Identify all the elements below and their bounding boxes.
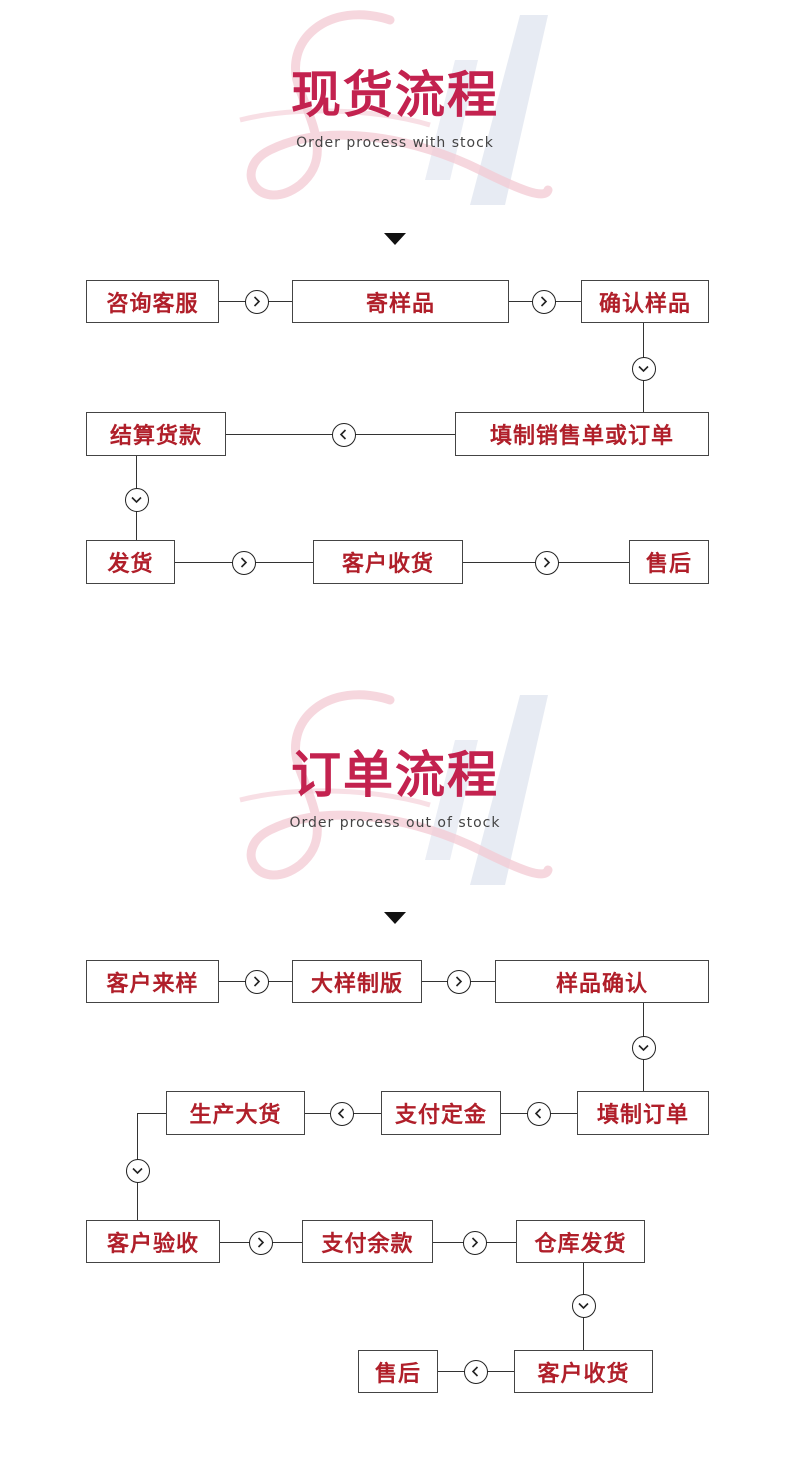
chevron-left-icon — [332, 423, 356, 447]
step-mass-production: 生产大货 — [166, 1091, 305, 1135]
step-customer-sample: 客户来样 — [86, 960, 219, 1003]
step-warehouse-shipping: 仓库发货 — [516, 1220, 645, 1263]
section-subtitle: Order process out of stock — [289, 815, 501, 831]
script-logo-watermark — [239, 690, 553, 885]
chevron-left-icon — [527, 1102, 551, 1126]
script-logo-watermark — [239, 10, 553, 205]
step-pay-deposit: 支付定金 — [381, 1091, 501, 1135]
chevron-right-icon — [532, 290, 556, 314]
step-after-sales: 售后 — [358, 1350, 438, 1393]
order-process-section: 订单流程 Order process out of stock 客户来样 大样制… — [0, 680, 790, 1459]
chevron-right-icon — [232, 551, 256, 575]
step-pay-balance: 支付余款 — [302, 1220, 433, 1263]
step-plate-making: 大样制版 — [292, 960, 422, 1003]
chevron-down-icon — [126, 1159, 150, 1183]
chevron-right-icon — [245, 290, 269, 314]
chevron-right-icon — [245, 970, 269, 994]
step-customer-receipt: 客户收货 — [514, 1350, 653, 1393]
step-fill-sales-order: 填制销售单或订单 — [455, 412, 709, 456]
step-fill-order: 填制订单 — [577, 1091, 709, 1135]
chevron-right-icon — [447, 970, 471, 994]
section-subtitle: Order process with stock — [296, 135, 494, 151]
down-triangle-icon — [384, 233, 406, 245]
chevron-right-icon — [463, 1231, 487, 1255]
step-send-samples: 寄样品 — [292, 280, 509, 323]
chevron-down-icon — [632, 357, 656, 381]
connector-line — [137, 1113, 166, 1114]
step-customer-inspection: 客户验收 — [86, 1220, 220, 1263]
step-ship: 发货 — [86, 540, 175, 584]
chevron-right-icon — [535, 551, 559, 575]
step-consult-service: 咨询客服 — [86, 280, 219, 323]
step-settle-payment: 结算货款 — [86, 412, 226, 456]
step-confirm-samples: 确认样品 — [581, 280, 709, 323]
section-title: 现货流程 — [291, 65, 499, 124]
step-sample-confirm: 样品确认 — [495, 960, 709, 1003]
chevron-left-icon — [330, 1102, 354, 1126]
chevron-left-icon — [464, 1360, 488, 1384]
stock-process-section: 现货流程 Order process with stock 咨询客服 寄样品 确… — [0, 0, 790, 620]
down-triangle-icon — [384, 912, 406, 924]
step-customer-receipt: 客户收货 — [313, 540, 463, 584]
chevron-down-icon — [572, 1294, 596, 1318]
chevron-down-icon — [125, 488, 149, 512]
chevron-down-icon — [632, 1036, 656, 1060]
section-title: 订单流程 — [291, 745, 499, 804]
step-after-sales: 售后 — [629, 540, 709, 584]
chevron-right-icon — [249, 1231, 273, 1255]
